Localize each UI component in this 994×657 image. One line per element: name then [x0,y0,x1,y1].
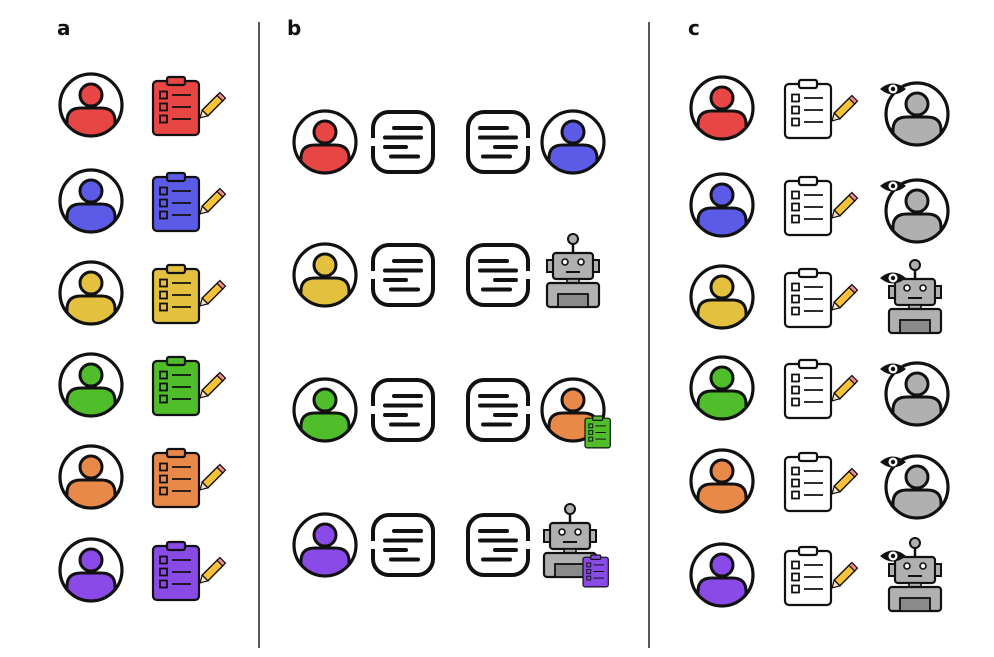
clipboard-white-icon [783,78,859,140]
person-gray-icon [884,454,950,520]
person-red-icon [689,75,755,141]
person-blue-icon [689,172,755,238]
panel-a-label: a [57,16,71,40]
person-purple-icon [292,512,358,578]
panel-a-row [58,537,227,603]
panel-a-row [58,168,227,234]
panel-b-row [292,377,611,449]
panel-c-row [689,172,950,244]
panel-a-row [58,352,227,418]
person-red-icon [58,72,124,138]
panel-c-row [689,75,950,147]
person-red-icon [292,109,358,175]
person-gray-icon [884,361,950,427]
speech-bubble-icon [370,513,435,577]
speech-bubble-icon [466,110,531,174]
panel-c-row [689,537,943,613]
eye-icon [880,456,906,468]
panel-c-row [689,448,950,520]
clipboard-green-icon [584,415,611,449]
speech-bubble-icon [466,513,531,577]
panel-a [58,72,227,603]
robot-icon [887,537,943,613]
clipboard-red-icon [151,75,227,137]
speech-bubble-icon [370,110,435,174]
clipboard-purple-icon [151,540,227,602]
person-yellow-icon [689,264,755,330]
speech-bubble-icon [370,243,435,307]
clipboard-white-icon [783,545,859,607]
person-orange-icon [689,448,755,514]
eye-icon [880,180,906,192]
person-gray-icon [884,81,950,147]
person-gray-icon [884,178,950,244]
clipboard-white-icon [783,267,859,329]
clipboard-yellow-icon [151,263,227,325]
panel-b-row [292,109,606,175]
eye-icon [880,550,906,562]
eye-icon [880,83,906,95]
clipboard-white-icon [783,451,859,513]
clipboard-blue-icon [151,171,227,233]
robot-icon [545,233,601,309]
clipboard-green-icon [151,355,227,417]
speech-bubble-icon [466,378,531,442]
robot-icon [887,259,943,335]
panel-c [689,75,950,613]
person-blue-icon [58,168,124,234]
person-blue-icon [540,109,606,175]
person-green-icon [689,355,755,421]
clipboard-orange-icon [151,447,227,509]
panel-b-row [292,503,609,588]
person-yellow-icon [58,260,124,326]
eye-icon [880,272,906,284]
clipboard-purple-icon [582,554,609,588]
person-yellow-icon [292,242,358,308]
speech-bubble-icon [370,378,435,442]
panel-b-label: b [287,16,301,40]
person-purple-icon [689,542,755,608]
person-green-icon [292,377,358,443]
clipboard-white-icon [783,358,859,420]
speech-bubble-icon [466,243,531,307]
person-green-icon [58,352,124,418]
panel-a-row [58,72,227,138]
panel-a-row [58,260,227,326]
panel-b [292,109,611,588]
panel-a-row [58,444,227,510]
person-orange-icon [58,444,124,510]
panel-c-row [689,355,950,427]
eye-icon [880,363,906,375]
panel-b-row [292,233,601,309]
person-purple-icon [58,537,124,603]
panel-c-row [689,259,943,335]
panel-c-label: c [688,16,700,40]
clipboard-white-icon [783,175,859,237]
